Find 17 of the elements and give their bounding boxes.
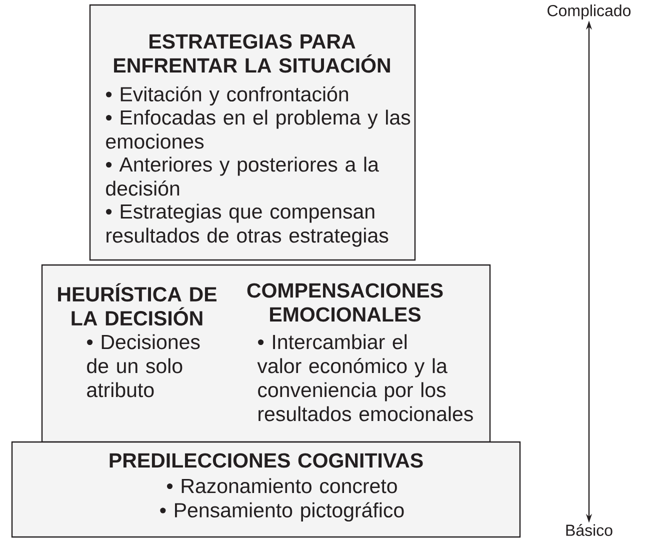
heading: ESTRATEGIAS PARA ENFRENTAR LA SITUACIÓN — [114, 34, 390, 73]
bullet-item: • Intercambiar el valor económico y la conveniencia por los resultados emocionales — [257, 334, 473, 422]
heading: HEURÍSTICA DE LA DECISIÓN — [58, 283, 216, 326]
bullet-item: • Evitación y confrontación — [106, 86, 348, 106]
bullet-item: • Decisiones de un solo atributo — [87, 334, 200, 398]
bullet-item: • Enfocadas en el problema y las emociones — [106, 110, 410, 149]
scale-label: Básico — [566, 524, 612, 536]
bullet-item: • Razonamiento concreto — [167, 478, 397, 494]
bullet-item: • Pensamiento pictográfico — [160, 502, 404, 522]
heading: PREDILECCIONES COGNITIVAS — [110, 453, 423, 468]
level-box — [11, 441, 521, 538]
scale-label: Complicado — [548, 4, 631, 20]
level-box — [41, 264, 491, 443]
heading: COMPENSACIONES EMOCIONALES — [247, 283, 443, 322]
bullet-item: • Estrategias que compensan resultados de otras estrategias — [106, 204, 388, 247]
level-box — [89, 4, 416, 261]
bullet-item: • Anteriores y posteriores a la decisión — [106, 156, 379, 196]
